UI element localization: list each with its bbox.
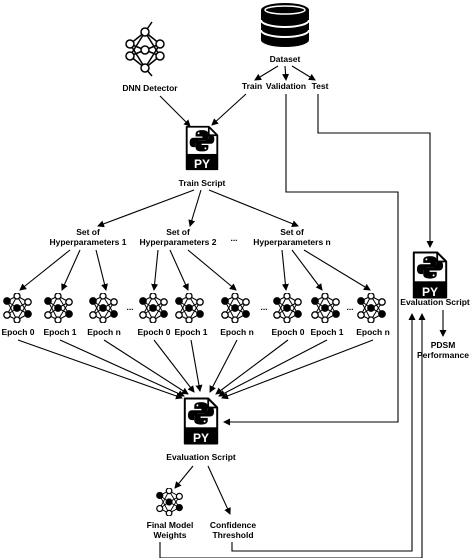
neural-network-icon <box>125 21 165 77</box>
epoch-label: Epoch 1 <box>174 327 207 337</box>
trained-network-icon <box>3 293 32 323</box>
final-model-network-icon <box>156 488 183 516</box>
performance-line1: PDSM <box>431 340 456 350</box>
confidence-threshold-line1: Confidence <box>210 520 257 530</box>
dataset-split-arrows <box>254 65 316 81</box>
test-evaluation-script-icon: PY <box>412 251 448 299</box>
evaluation-script-label: Evaluation Script <box>166 452 236 462</box>
epoch-label: Epoch 1 <box>43 327 76 337</box>
train-inputs-arrows <box>159 93 247 127</box>
output-arrows <box>174 465 231 515</box>
trained-network-icon <box>357 293 386 323</box>
epoch-arrows <box>19 249 371 291</box>
confidence-threshold-line2: Threshold <box>212 530 253 540</box>
validation-to-evaluation-arrow <box>223 94 399 426</box>
train-script-file-text: PY <box>194 157 210 171</box>
test-evaluation-script-file-text: PY <box>422 285 438 299</box>
test-evaluation-script-label: Evaluation Script <box>400 297 470 307</box>
evaluation-script-icon: PY <box>183 397 219 445</box>
ellipsis-top: ... <box>230 233 237 243</box>
hyperparameter-set-2-line2: Hyperparameters 2 <box>139 237 216 247</box>
test-to-evaluation-arrow <box>317 94 434 248</box>
evaluation-input-arrows <box>17 339 374 400</box>
hyperparameter-set-n-line2: Hyperparameters n <box>253 237 330 247</box>
split-train-label: Train <box>242 81 262 91</box>
epoch-label: Epoch n <box>87 327 121 337</box>
trained-network-icon <box>221 293 250 323</box>
ellipsis-epochs-3: ... <box>346 302 353 312</box>
database-icon <box>260 3 310 47</box>
threshold-to-evaluation-arrow <box>231 313 416 552</box>
epoch-label: Epoch 0 <box>271 327 304 337</box>
trained-network-icon <box>311 293 340 323</box>
hyperparameter-set-n-line1: Set of <box>280 227 304 237</box>
epoch-label: Epoch 1 <box>310 327 343 337</box>
hyperparameter-arrows <box>97 189 299 228</box>
trained-network-icon <box>139 293 168 323</box>
ellipsis-epochs-2: ... <box>260 302 267 312</box>
train-script-label: Train Script <box>179 178 226 188</box>
final-model-line1: Final Model <box>147 520 194 530</box>
weights-to-evaluation-arrow <box>159 313 426 558</box>
evaluation-script-file-text: PY <box>193 431 209 445</box>
dataset-label: Dataset <box>270 54 301 64</box>
trained-network-icon <box>175 293 204 323</box>
epoch-label: Epoch n <box>220 327 254 337</box>
epoch-label: Epoch 0 <box>1 327 34 337</box>
final-model-line2: Weights <box>154 530 187 540</box>
epoch-label: Epoch n <box>356 327 390 337</box>
split-test-label: Test <box>312 81 329 91</box>
ellipsis-epochs-1: ... <box>126 302 133 312</box>
performance-line2: Performance <box>417 350 469 360</box>
train-script-icon: PY <box>185 125 219 171</box>
hyperparameter-set-1-line2: Hyperparameters 1 <box>49 237 126 247</box>
trained-network-icon <box>89 293 118 323</box>
epoch-networks <box>3 293 386 323</box>
epoch-label: Epoch 0 <box>137 327 170 337</box>
trained-network-icon <box>44 293 73 323</box>
hyperparameter-set-2-line1: Set of <box>166 227 190 237</box>
detector-label: DNN Detector <box>122 83 178 93</box>
hyperparameter-set-1-line1: Set of <box>76 227 100 237</box>
split-validation-label: Validation <box>266 81 306 91</box>
trained-network-icon <box>273 293 302 323</box>
